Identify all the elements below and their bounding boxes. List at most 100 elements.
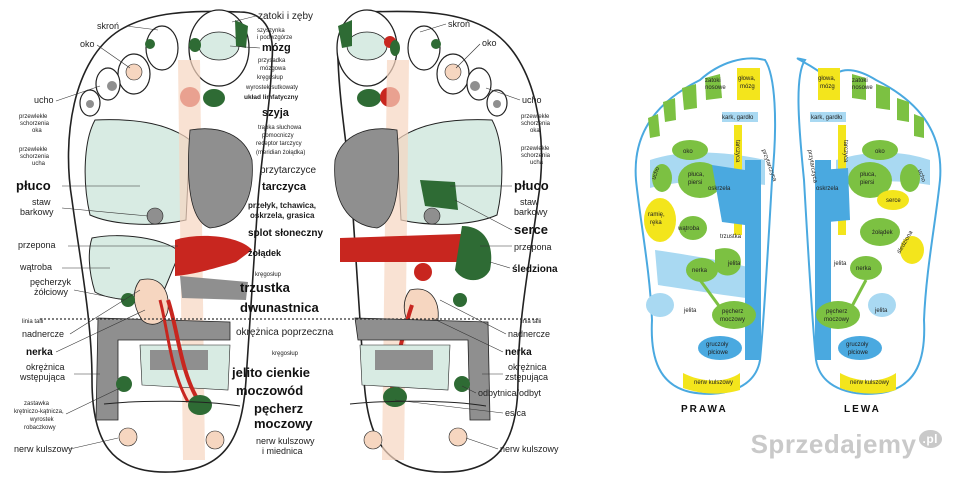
label-szyszynka: szyszynka: [257, 28, 285, 34]
label-uklad-limfatyczny: układ limfatyczny: [244, 94, 299, 101]
map-label-39: nerka: [856, 266, 872, 272]
label-nerka-left: nerka: [26, 347, 53, 358]
label-mozg: mózg: [262, 42, 291, 54]
map-label-40: jelita: [833, 261, 847, 267]
map-label-22: płciowe: [708, 350, 729, 356]
label-lewa: LEWA: [844, 404, 881, 415]
label-pomocniczy: pomocniczy: [262, 133, 294, 139]
label-nerw-kulszowy-right: nerw kulszowy: [500, 444, 559, 454]
label-zastawka-a: zastawka: [24, 401, 50, 407]
map-label-32: ucho: [916, 169, 926, 184]
label-staw-left-a: staw: [32, 197, 51, 207]
map-label-29: tarczyca: [842, 140, 848, 163]
label-kregoslup-top: kręgosłup: [257, 75, 284, 81]
label-trzustka: trzustka: [240, 280, 291, 295]
label-kregoslup-low: kręgosłup: [272, 351, 299, 357]
map-label-12: ramię,: [648, 212, 665, 218]
label-kregoslup-mid: kręgosłup: [255, 272, 282, 278]
map-label-15: trzustka: [720, 234, 742, 240]
label-nadnercze-left: nadnercze: [22, 329, 64, 339]
label-pecherz-a: pęcherz: [254, 401, 304, 416]
color-map: PRAWA głowa, mózg zatoki nosowe kark, ga…: [634, 57, 942, 415]
label-pluco-left: płuco: [16, 178, 51, 193]
label-przewlekle2a-left: przewlekłe: [19, 147, 48, 153]
map-label-14: wątroba: [677, 226, 700, 232]
map-label-37: żołądek: [872, 230, 894, 236]
label-przelyk-a: przełyk, tchawica,: [248, 201, 316, 210]
map-label-18: jelita: [683, 308, 697, 314]
map-label-21: gruczoły: [706, 342, 728, 348]
map-label-44: gruczoły: [846, 342, 868, 348]
label-oko-left: oko: [80, 39, 95, 49]
map-label-8: ucho: [651, 166, 661, 181]
prawa-foot: PRAWA głowa, mózg zatoki nosowe kark, ga…: [634, 57, 778, 415]
map-label-36: serce: [886, 198, 901, 204]
map-label-17: jelita: [727, 261, 741, 267]
map-label-43: moczowy: [824, 317, 849, 323]
label-przewlekle2c-right: ucha: [530, 160, 544, 166]
label-staw-left-b: barkowy: [20, 207, 54, 217]
label-staw-right-a: staw: [520, 197, 539, 207]
label-ucho-right: ucho: [522, 95, 542, 105]
label-wyrostek-sutkowaty: wyrostek sutkowaty: [245, 85, 298, 91]
label-splot: splot słoneczny: [248, 228, 323, 239]
label-przewlekle1a-left: przewlekłe: [19, 114, 48, 120]
map-label-11: oskrzela: [708, 186, 731, 192]
label-podwzgorze: i podwzgórze: [257, 35, 293, 41]
map-label-35: oskrzela: [816, 186, 839, 192]
map-label-25: mózg: [820, 84, 835, 90]
label-trabka: trąbka słuchowa: [258, 125, 302, 131]
map-label-45: płciowe: [848, 350, 869, 356]
map-label-30: przytarczyca: [806, 149, 818, 184]
map-label-41: jelita: [874, 308, 888, 314]
right-foot-labels: skroń oko ucho przewlekłe schorzenia oka…: [394, 19, 559, 454]
label-nerka-right: nerka: [505, 347, 532, 358]
label-okreznica-zst-a: okrężnica: [508, 362, 547, 372]
label-przewlekle1b-right: schorzenia: [521, 121, 551, 127]
label-przewlekle1a-right: przewlekłe: [521, 114, 550, 120]
map-label-16: nerka: [692, 268, 708, 274]
label-szyja: szyja: [262, 107, 290, 119]
label-tarczyca: tarczyca: [262, 181, 307, 193]
label-przewlekle1b-left: schorzenia: [20, 121, 50, 127]
label-przelyk-b: oskrzela, grasica: [250, 211, 315, 220]
map-label-0: głowa,: [738, 76, 756, 82]
label-mozgowa: mózgowa: [260, 66, 286, 72]
map-label-3: nosowe: [705, 85, 726, 91]
lewa-foot: LEWA głowa, mózg zatoki nosowe kark, gar…: [796, 57, 942, 415]
label-pluco-right: płuco: [514, 178, 549, 193]
label-pecherzyk-b: żółciowy: [34, 287, 69, 297]
label-przewlekle2b-left: schorzenia: [20, 154, 50, 160]
label-zastawka-d: robaczkowy: [24, 425, 56, 431]
map-label-42: pęcherz: [826, 309, 847, 315]
map-label-46: nerw kulszowy: [850, 380, 889, 386]
label-sledziona: śledziona: [512, 264, 558, 275]
label-nadnercze-right: nadnercze: [508, 329, 550, 339]
map-label-24: głowa,: [818, 76, 836, 82]
map-label-9: płuca,: [688, 172, 704, 178]
label-zastawka-b: krętniczo-kątnicza,: [14, 409, 64, 415]
map-label-27: nosowe: [852, 85, 873, 91]
label-serce: serce: [514, 222, 548, 237]
label-watroba: wątroba: [19, 262, 52, 272]
label-dwunastnica: dwunastnica: [240, 300, 320, 315]
label-linia-talii-right: linia talii: [520, 319, 541, 325]
map-label-19: pęcherz: [722, 309, 743, 315]
label-nerw-miednica-b: i miednica: [262, 446, 303, 456]
right-foot: [334, 9, 543, 473]
label-okreznica-wst-a: okrężnica: [26, 362, 65, 372]
map-label-28: kark, gardło: [811, 115, 843, 121]
label-przepona-left: przepona: [18, 240, 56, 250]
label-skron-left: skroń: [97, 21, 119, 31]
label-przepona-right: przepona: [514, 242, 552, 252]
label-przewlekle2a-right: przewlekłe: [521, 146, 550, 152]
map-label-7: oko: [683, 149, 693, 155]
left-foot-labels: skroń zatoki i zęby szyszynka i podwzgór…: [14, 11, 334, 456]
label-przewlekle1c-left: oka: [32, 128, 42, 134]
map-label-33: płuca,: [860, 172, 876, 178]
map-label-26: zatoki: [852, 78, 868, 84]
map-label-13: ręka: [650, 220, 662, 226]
map-label-5: tarczyca: [734, 140, 740, 163]
label-zoladek: żołądek: [248, 248, 282, 258]
